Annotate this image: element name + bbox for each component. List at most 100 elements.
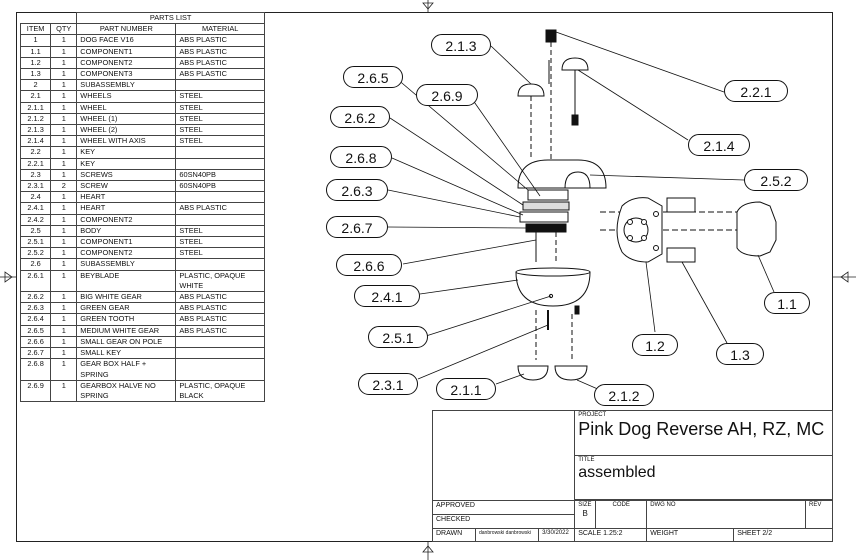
table-cell: WHEEL WITH AXIS bbox=[76, 135, 177, 148]
table-cell: GREEN TOOTH bbox=[76, 313, 177, 326]
table-cell: COMPONENT3 bbox=[76, 68, 177, 81]
table-cell: 1 bbox=[50, 347, 78, 360]
table-cell: 2.2 bbox=[19, 146, 52, 159]
table-cell: 1 bbox=[50, 258, 78, 271]
table-cell: 2.1 bbox=[19, 90, 52, 103]
table-cell: 2.1.1 bbox=[19, 101, 52, 114]
table-cell: 1 bbox=[50, 191, 78, 204]
code-label: CODE bbox=[612, 501, 630, 508]
table-cell: 1 bbox=[50, 213, 78, 226]
table-cell: 1 bbox=[50, 45, 78, 58]
table-cell: COMPONENT2 bbox=[76, 56, 177, 70]
wheel-axis-part bbox=[561, 57, 589, 71]
gear-part bbox=[522, 201, 570, 211]
body-top-part bbox=[517, 159, 607, 189]
table-cell: 1 bbox=[50, 124, 78, 137]
table-cell: 2.6.5 bbox=[19, 324, 52, 337]
table-cell: 1 bbox=[50, 146, 78, 159]
table-cell: 1 bbox=[50, 68, 78, 81]
weight-label: WEIGHT bbox=[650, 529, 679, 537]
checked-label: CHECKED bbox=[431, 513, 576, 529]
wheel-2-1-3-part bbox=[517, 83, 545, 97]
project-name: Pink Dog Reverse AH, RZ, MC bbox=[578, 419, 825, 439]
dog-face-component3-part bbox=[666, 247, 696, 263]
table-cell: DOG FACE V16 bbox=[76, 34, 177, 47]
table-cell: MEDIUM WHITE GEAR bbox=[76, 324, 177, 337]
gear-part bbox=[527, 189, 569, 201]
rev-label: REV bbox=[809, 501, 822, 508]
table-cell: 1 bbox=[50, 236, 78, 249]
table-cell: 2.6 bbox=[19, 258, 52, 271]
balloon-callout: 2.2.1 bbox=[724, 80, 788, 102]
table-cell: 2.6.6 bbox=[19, 335, 52, 349]
table-cell: ABS PLASTIC bbox=[175, 202, 265, 215]
table-cell: STEEL bbox=[175, 247, 265, 260]
table-cell: 2 bbox=[50, 180, 78, 193]
table-cell: 1 bbox=[50, 56, 78, 70]
table-cell: 2.6.1 bbox=[19, 269, 52, 293]
balloon-callout: 2.6.6 bbox=[336, 254, 402, 276]
table-cell: COMPONENT2 bbox=[76, 213, 177, 226]
table-cell: 1 bbox=[50, 112, 78, 126]
table-cell: 1 bbox=[50, 269, 78, 293]
dwg-no-label: DWG NO bbox=[650, 501, 676, 508]
table-cell: GREEN GEAR bbox=[76, 302, 177, 315]
size-value: B bbox=[582, 508, 588, 518]
table-cell: 2.3.1 bbox=[19, 180, 52, 193]
table-cell: BEYBLADE bbox=[76, 269, 177, 293]
table-cell: ABS PLASTIC bbox=[175, 302, 265, 315]
parts-list-title: PARTS LIST bbox=[76, 11, 265, 25]
balloon-callout: 2.6.9 bbox=[416, 84, 478, 106]
table-cell: COMPONENT2 bbox=[76, 247, 177, 260]
table-cell: ABS PLASTIC bbox=[175, 324, 265, 337]
size-label: SIZE bbox=[578, 501, 592, 508]
table-cell: 1 bbox=[50, 202, 78, 215]
balloon-callout: 1.2 bbox=[632, 334, 678, 356]
table-cell: 1 bbox=[50, 335, 78, 349]
table-cell: ABS PLASTIC bbox=[175, 291, 265, 304]
table-cell: 1 bbox=[50, 90, 78, 103]
table-cell: 2.6.9 bbox=[19, 379, 52, 403]
scale-label: SCALE bbox=[578, 529, 602, 537]
table-cell: ABS PLASTIC bbox=[175, 45, 265, 58]
table-cell bbox=[175, 335, 265, 349]
body-bottom-part bbox=[515, 271, 591, 307]
balloon-callout: 2.6.7 bbox=[326, 216, 388, 238]
scale-value: 1.25:2 bbox=[603, 529, 623, 537]
project-cell: PROJECT Pink Dog Reverse AH, RZ, MC bbox=[574, 409, 833, 457]
table-cell: ABS PLASTIC bbox=[175, 56, 265, 70]
approved-label: APPROVED bbox=[431, 499, 576, 515]
table-cell: 2.6.3 bbox=[19, 302, 52, 315]
wheel-2-1-1-part bbox=[517, 365, 549, 381]
drawing-title: assembled bbox=[578, 464, 656, 482]
balloon-callout: 2.1.2 bbox=[594, 384, 654, 406]
balloon-callout: 2.5.2 bbox=[744, 169, 808, 191]
table-cell: 2.6.7 bbox=[19, 347, 52, 360]
balloon-callout: 2.6.5 bbox=[343, 66, 403, 88]
title-cell: TITLE assembled bbox=[574, 455, 833, 500]
parts-list-header: ITEM bbox=[19, 23, 52, 36]
balloon-callout: 2.3.1 bbox=[358, 373, 418, 395]
table-cell: 1 bbox=[50, 291, 78, 304]
table-cell: 1 bbox=[50, 157, 78, 170]
drawn-date: 3/30/2022 bbox=[538, 527, 576, 543]
table-cell: PLASTIC, OPAQUE BLACK bbox=[175, 379, 265, 403]
